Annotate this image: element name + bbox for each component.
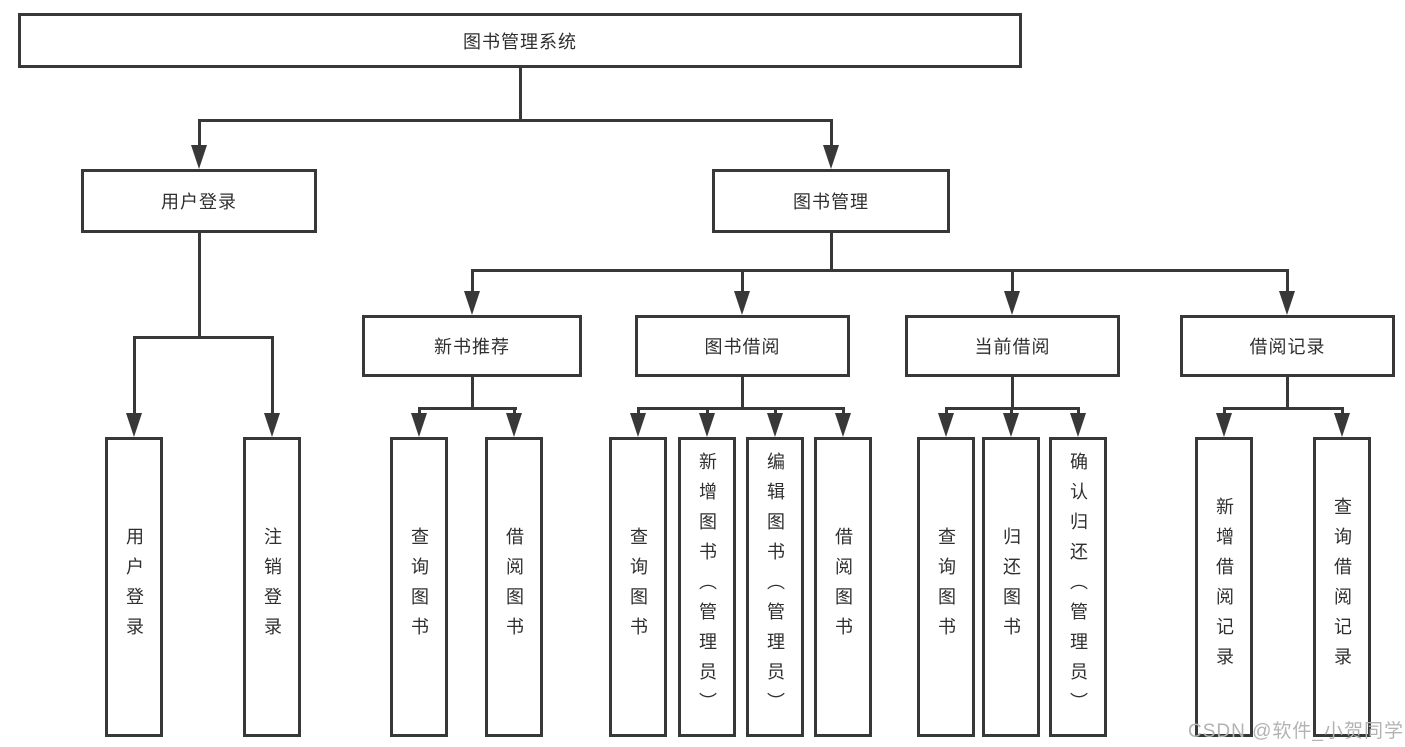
node-book-borrowing: 图书借阅 <box>635 315 850 377</box>
leaf-logout: 注销登录 <box>243 437 301 737</box>
connector-line <box>513 407 516 417</box>
leaf-add-borrow-record: 新增借阅记录 <box>1195 437 1253 737</box>
connector-line <box>741 269 744 295</box>
node-new-book-recommendation: 新书推荐 <box>362 315 582 377</box>
leaf-query-books-current: 查询图书 <box>917 437 975 737</box>
node-label: 确认归还（管理员） <box>1068 452 1088 722</box>
arrow-down-icon <box>630 413 646 437</box>
node-label: 用户登录 <box>161 192 237 212</box>
arrow-down-icon <box>699 413 715 437</box>
connector-line <box>1286 269 1289 295</box>
node-borrowing-records: 借阅记录 <box>1180 315 1395 377</box>
connector-line <box>198 119 832 122</box>
node-label: 新增图书（管理员） <box>697 452 717 722</box>
connector-line <box>1223 407 1226 417</box>
connector-line <box>271 336 274 416</box>
connector-line <box>1286 377 1289 409</box>
node-label: 归还图书 <box>1001 527 1021 647</box>
node-label: 图书借阅 <box>704 337 781 357</box>
arrow-down-icon <box>506 413 522 437</box>
arrow-down-icon <box>823 145 839 169</box>
leaf-confirm-return-admin: 确认归还（管理员） <box>1049 437 1107 737</box>
arrow-down-icon <box>264 413 280 437</box>
node-book-management: 图书管理 <box>712 169 950 233</box>
connector-line <box>842 407 845 417</box>
connector-line <box>637 407 640 417</box>
node-label: 借阅图书 <box>504 527 524 647</box>
node-library-management-system: 图书管理系统 <box>18 13 1022 68</box>
node-label: 当前借阅 <box>974 337 1051 357</box>
arrow-down-icon <box>1279 291 1295 315</box>
arrow-down-icon <box>767 413 783 437</box>
arrow-down-icon <box>835 413 851 437</box>
leaf-query-books-borrow: 查询图书 <box>609 437 667 737</box>
leaf-borrow-books-recommend: 借阅图书 <box>485 437 543 737</box>
connector-line <box>471 269 1289 272</box>
connector-line <box>1011 377 1014 409</box>
leaf-query-books-recommend: 查询图书 <box>390 437 448 737</box>
connector-line <box>133 336 136 416</box>
connector-line <box>706 407 709 417</box>
connector-line <box>418 407 517 410</box>
node-label: 查询图书 <box>628 527 648 647</box>
leaf-query-borrow-record: 查询借阅记录 <box>1313 437 1371 737</box>
leaf-return-books: 归还图书 <box>982 437 1040 737</box>
node-label: 编辑图书（管理员） <box>765 452 785 722</box>
connector-line <box>133 336 274 339</box>
arrow-down-icon <box>191 145 207 169</box>
connector-line <box>1077 407 1080 417</box>
node-label: 借阅图书 <box>833 527 853 647</box>
connector-line <box>1011 269 1014 295</box>
connector-line <box>637 407 845 410</box>
connector-line <box>519 68 522 121</box>
node-label: 用户登录 <box>124 527 144 647</box>
leaf-borrow-books: 借阅图书 <box>814 437 872 737</box>
connector-line <box>830 119 833 149</box>
arrow-down-icon <box>938 413 954 437</box>
connector-line <box>1341 407 1344 417</box>
node-label: 查询图书 <box>409 527 429 647</box>
node-label: 图书管理 <box>793 192 869 212</box>
arrow-down-icon <box>1070 413 1086 437</box>
connector-line <box>945 407 948 417</box>
connector-line <box>418 407 421 417</box>
arrow-down-icon <box>411 413 427 437</box>
arrow-down-icon <box>734 291 750 315</box>
connector-line <box>471 377 474 409</box>
connector-line <box>774 407 777 417</box>
connector-line <box>471 269 474 295</box>
connector-line <box>1010 407 1013 417</box>
connector-line <box>198 233 201 338</box>
leaf-add-books-admin: 新增图书（管理员） <box>678 437 736 737</box>
node-label: 注销登录 <box>262 527 282 647</box>
node-label: 新书推荐 <box>434 337 510 357</box>
connector-line <box>1223 407 1344 410</box>
arrow-down-icon <box>1216 413 1232 437</box>
node-label: 查询借阅记录 <box>1332 497 1352 677</box>
leaf-edit-books-admin: 编辑图书（管理员） <box>746 437 804 737</box>
leaf-user-login: 用户登录 <box>105 437 163 737</box>
connector-line <box>830 233 833 271</box>
csdn-watermark: CSDN @软件_小贺同学 <box>1188 721 1404 742</box>
node-user-login: 用户登录 <box>81 169 317 233</box>
arrow-down-icon <box>1004 291 1020 315</box>
connector-line <box>198 119 201 149</box>
arrow-down-icon <box>464 291 480 315</box>
node-current-borrowing: 当前借阅 <box>905 315 1120 377</box>
arrow-down-icon <box>1003 413 1019 437</box>
connector-line <box>741 377 744 409</box>
node-label: 图书管理系统 <box>463 31 577 52</box>
node-label: 借阅记录 <box>1249 337 1326 357</box>
node-label: 查询图书 <box>936 527 956 647</box>
node-label: 新增借阅记录 <box>1214 497 1234 677</box>
arrow-down-icon <box>1334 413 1350 437</box>
arrow-down-icon <box>126 413 142 437</box>
